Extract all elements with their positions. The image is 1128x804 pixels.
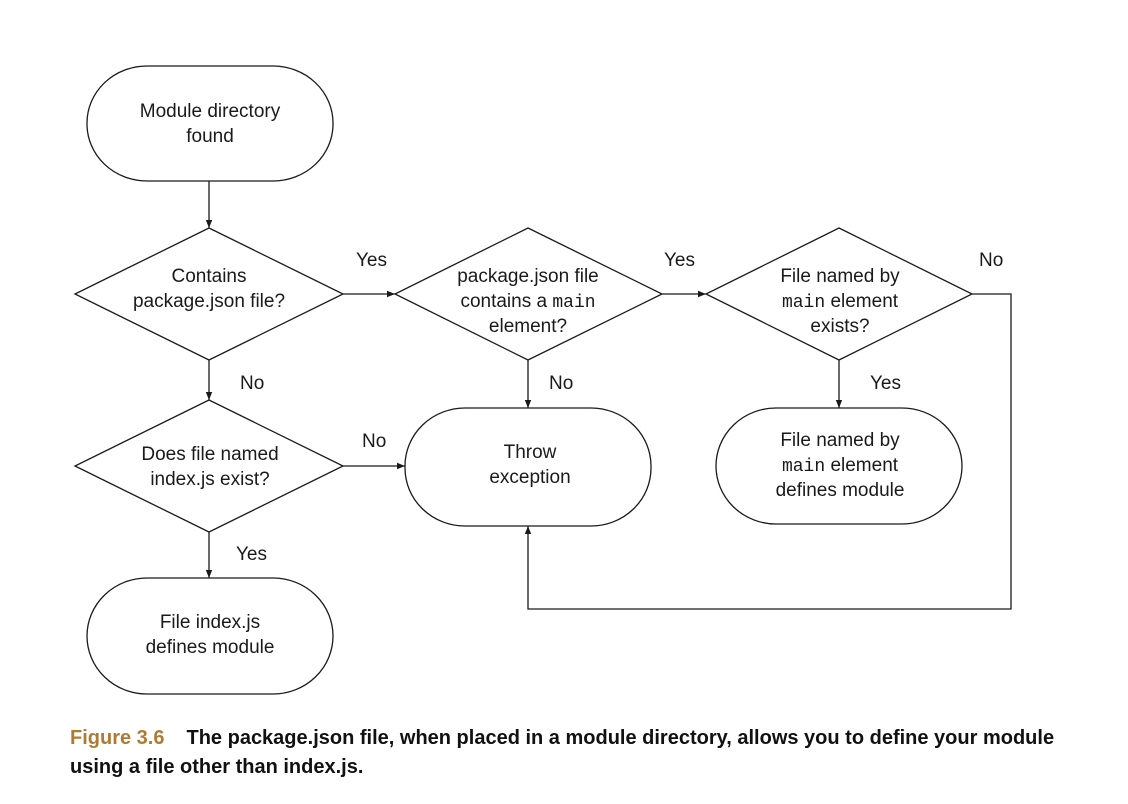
- node-text-line: contains a main: [460, 291, 595, 313]
- node-text-line: found: [186, 126, 234, 147]
- node-throw-shape: [404, 407, 652, 527]
- text-segment: defines module: [776, 480, 905, 501]
- node-index-defines-text: File index.js defines module: [146, 612, 275, 658]
- node-text-line: File named by: [780, 266, 900, 287]
- node-start-text: Module directory found: [140, 101, 281, 147]
- node-main-defines-shape: [715, 407, 963, 525]
- text-segment: element?: [489, 316, 567, 337]
- node-text-line: Does file named: [141, 444, 278, 465]
- node-main-exists-shape: [704, 227, 974, 361]
- figure-label: Figure 3.6: [70, 727, 165, 749]
- text-segment: element: [825, 291, 899, 312]
- node-index-exists-shape: [73, 399, 345, 533]
- text-segment: File index.js: [160, 612, 260, 633]
- node-text-line: main element: [782, 291, 899, 313]
- label-pkg-main-yes: Yes: [664, 250, 695, 271]
- node-text-line: exists?: [810, 316, 869, 337]
- text-segment: contains a: [460, 291, 552, 312]
- label-index-no: No: [362, 431, 386, 452]
- node-throw-text: Throw exception: [489, 442, 570, 488]
- figure-caption-text: The package.json file, when placed in a …: [70, 727, 1055, 778]
- code-term: main: [782, 457, 825, 477]
- node-text-line: element?: [489, 316, 567, 337]
- text-segment: package.json file?: [133, 291, 285, 312]
- text-segment: defines module: [146, 637, 275, 658]
- edge-main-exists-no-to-throw: [524, 293, 1012, 610]
- node-index-defines-shape: [86, 577, 334, 695]
- text-segment: exception: [489, 467, 570, 488]
- label-main-exists-no: No: [979, 250, 1003, 271]
- node-text-line: Module directory: [140, 101, 281, 122]
- node-text-line: File index.js: [160, 612, 260, 633]
- node-text-line: Throw: [504, 442, 557, 463]
- text-segment: element: [825, 455, 899, 476]
- node-text-line: package.json file?: [133, 291, 285, 312]
- node-contains-pkg-text: Contains package.json file?: [133, 266, 285, 312]
- node-text-line: File named by: [780, 430, 900, 451]
- text-segment: exists?: [810, 316, 869, 337]
- node-text-line: index.js exist?: [150, 469, 269, 490]
- code-term: main: [552, 293, 595, 313]
- node-pkg-main-text: package.json file contains a main element?: [457, 266, 599, 337]
- label-contains-yes: Yes: [356, 250, 387, 271]
- node-text-line: Contains: [172, 266, 247, 287]
- node-text-line: defines module: [146, 637, 275, 658]
- shapes: [73, 65, 974, 695]
- code-term: main: [782, 293, 825, 313]
- label-pkg-main-no: No: [549, 373, 573, 394]
- text-segment: Module directory: [140, 101, 281, 122]
- text-segment: Throw: [504, 442, 557, 463]
- node-main-defines-text: File named by main element defines module: [776, 430, 905, 501]
- text-segment: File named by: [780, 266, 900, 287]
- label-main-exists-yes: Yes: [870, 373, 901, 394]
- node-text-line: defines module: [776, 480, 905, 501]
- text-segment: Does file named: [141, 444, 278, 465]
- node-text-line: package.json file: [457, 266, 599, 287]
- node-index-exists-text: Does file named index.js exist?: [141, 444, 278, 490]
- edge-labels: Yes No Yes No No Yes No Yes: [236, 250, 1003, 565]
- text-segment: package.json file: [457, 266, 599, 287]
- text-segment: File named by: [780, 430, 900, 451]
- text-segment: Contains: [172, 266, 247, 287]
- label-index-yes: Yes: [236, 544, 267, 565]
- node-text-line: exception: [489, 467, 570, 488]
- node-text-line: main element: [782, 455, 899, 477]
- node-start-shape: [86, 65, 334, 182]
- node-contains-pkg-shape: [73, 227, 345, 361]
- node-pkg-main-shape: [393, 227, 664, 361]
- text-segment: found: [186, 126, 234, 147]
- edges: [205, 181, 1012, 610]
- node-main-exists-text: File named by main element exists?: [780, 266, 900, 337]
- label-contains-no: No: [240, 373, 264, 394]
- text-segment: index.js exist?: [150, 469, 269, 490]
